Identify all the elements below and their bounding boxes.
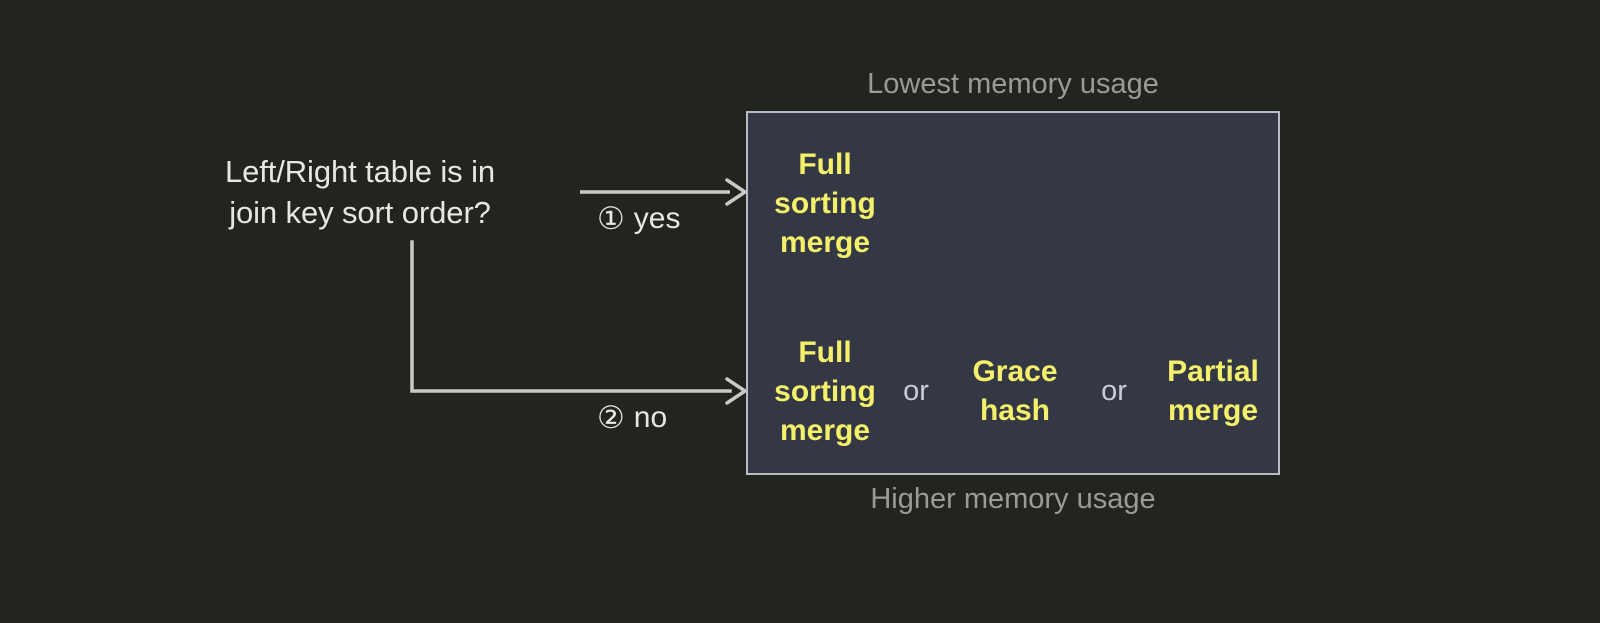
strategy-row-unsorted: Full sorting merge or Grace hash or Part… [748,321,1278,461]
branch-label-no-text: no [633,400,668,434]
strategy-option-full-sorting-merge-top: Full sorting merge [774,147,876,259]
strategy-separator-2: or [1101,374,1127,407]
strategy-option-partial-merge: Partial merge [1167,355,1259,427]
branch-label-yes: ① yes [597,203,680,234]
caption-lowest-memory-usage: Lowest memory usage [867,68,1159,100]
decision-question-text: Left/Right table is in join key sort ord… [224,154,496,230]
strategy-box: Full sorting merge Full sorting merge or… [746,111,1280,475]
strategy-option-full-sorting-merge-bottom: Full sorting merge [774,335,876,447]
circled-one-icon: ① [597,201,625,236]
arrowhead-yes [725,178,747,206]
strategy-row-sorted: Full sorting merge [748,133,1278,273]
circled-two-icon: ② [597,400,625,435]
caption-higher-memory-usage: Higher memory usage [870,483,1156,515]
strategy-option-grace-hash: Grace hash [972,355,1058,427]
strategy-separator-1: or [903,374,929,407]
arrowhead-no [725,377,747,405]
branch-label-no: ② no [597,402,667,433]
arrow-line-no [410,240,732,393]
branch-label-yes-text: yes [633,201,681,235]
